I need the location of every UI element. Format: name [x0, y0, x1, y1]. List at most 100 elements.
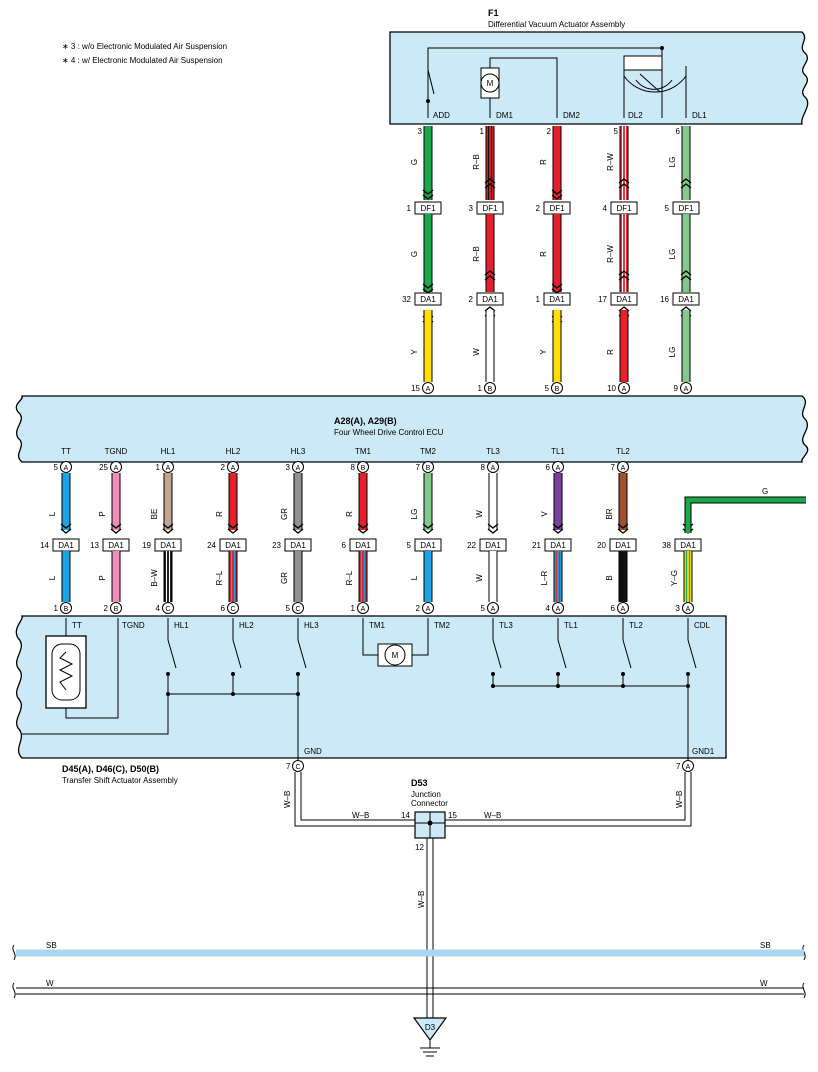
wire-color-label: Y–G [670, 570, 679, 586]
df1-connector-label: DF1 [549, 204, 565, 213]
f1-pin-number: 3 [418, 127, 423, 136]
f1-pin-number: 6 [676, 127, 681, 136]
ecu-pin [680, 382, 692, 394]
g-wire: G [684, 487, 806, 533]
actuator-pin-conn: C [165, 606, 170, 613]
ecu-lower-pin [60, 461, 72, 473]
chevron [680, 275, 692, 281]
actuator-pin-conn: C [230, 606, 235, 613]
ecu-lower-terminal-label: TGND [105, 447, 128, 456]
ground-point: D3 [412, 1017, 448, 1057]
da1-connector-label: DA1 [482, 295, 498, 304]
ecu-lower-terminal-label: HL3 [291, 447, 306, 456]
wire-color-label: LG [668, 157, 677, 168]
actuator-pin [162, 602, 174, 614]
actuator-terminal-label: TM2 [434, 621, 451, 630]
f1-term-3: DL2 [628, 111, 643, 120]
chevron [422, 523, 434, 529]
bus-sb-label-right: SB [760, 941, 771, 950]
ecu-pin-conn: A [684, 386, 689, 393]
wire-color-label: Y [410, 349, 419, 355]
da1-connector-label: DA1 [420, 295, 436, 304]
gnd-pin-number: 7 [286, 762, 291, 771]
junction-name-2: Connector [411, 799, 448, 808]
da1-lower-connector-label: DA1 [108, 541, 124, 550]
ecu-lower-pin-conn: B [361, 465, 366, 472]
actuator-name: Transfer Shift Actuator Assembly [62, 776, 178, 785]
actuator-pin [552, 602, 564, 614]
gnd1-pin-conn: A [686, 764, 691, 771]
wire-color-label: R–W [606, 153, 615, 171]
f1-term-0: ADD [433, 111, 450, 120]
actuator-pin-number: 3 [676, 604, 681, 613]
chevron [484, 178, 496, 184]
ecu-pin-conn: B [555, 386, 560, 393]
wire-label-right-vertical: W–B [675, 791, 684, 808]
wire-color-label: R [539, 159, 548, 165]
chevron [617, 523, 629, 529]
ecu-lower-terminal-label: TL2 [616, 447, 630, 456]
df1-pin-number: 3 [469, 204, 474, 213]
actuator-pin-number: 5 [481, 604, 486, 613]
wire-label-right-horizontal: W–B [484, 811, 501, 820]
df1-pin-number: 4 [603, 204, 608, 213]
chevron [487, 528, 499, 534]
wire-color-label: R [345, 511, 354, 517]
wire-color-label: V [540, 511, 549, 517]
actuator-terminal-label: TT [72, 621, 82, 630]
ecu-lower-pin-conn: A [621, 465, 626, 472]
f1-internal-circuit [427, 47, 687, 118]
da1-lower-connector-label: DA1 [58, 541, 74, 550]
da1-lower-pin-number: 6 [342, 541, 347, 550]
actuator-pin [227, 602, 239, 614]
actuator-junction-dots [166, 672, 690, 696]
f1-pin-number: 5 [614, 127, 619, 136]
chevron [422, 194, 434, 200]
actuator-pin-number: 4 [546, 604, 551, 613]
da1-lower-pin-number: 13 [90, 541, 99, 550]
bus-w-label-left: W [46, 979, 54, 988]
actuator-pin-conn: B [64, 606, 69, 613]
ecu-lower-pin-conn: A [166, 465, 171, 472]
ecu-lower-pin-conn: B [426, 465, 431, 472]
ground-point-label: D3 [425, 1023, 436, 1032]
ecu-pin [422, 382, 434, 394]
actuator-pin-number: 2 [104, 604, 109, 613]
g-wire-label: G [762, 487, 768, 496]
wire-color-label: LG [668, 249, 677, 260]
ecu-name: Four Wheel Drive Control ECU [334, 428, 444, 437]
actuator-pin [110, 602, 122, 614]
wire-color-label: W [475, 574, 484, 582]
df1-connector-label: DF1 [616, 204, 632, 213]
chevron [162, 528, 174, 534]
wire-color-label: LG [410, 509, 419, 520]
da1-connector [610, 292, 638, 306]
da1-connector [414, 292, 442, 306]
da1-lower-pin-number: 24 [207, 541, 216, 550]
actuator-terminal-label: TL2 [629, 621, 643, 630]
actuator-pin-number: 2 [416, 604, 421, 613]
notes: ∗ 3 : w/o Electronic Modulated Air Suspe… [62, 40, 227, 68]
upper-wire-4: 6LGDF15LGDA116LGA9DL1 [660, 126, 700, 409]
da1-lower-pin-number: 20 [597, 541, 606, 550]
ecu-codes: A28(A), A29(B) [334, 416, 397, 426]
da1-lower-pin-number: 38 [662, 541, 671, 550]
da1-lower-connector-label: DA1 [550, 541, 566, 550]
da1-lower-pin-number: 21 [532, 541, 541, 550]
actuator-terminal-label: HL1 [174, 621, 189, 630]
chevron [292, 523, 304, 529]
da1-lower-pin-number: 19 [142, 541, 151, 550]
chevron [618, 178, 630, 184]
chevron [227, 523, 239, 529]
actuator-pin-number: 1 [54, 604, 59, 613]
ecu-lower-pin [162, 461, 174, 473]
upper-wire-0: 3GDF11GDA132YA15ADD [402, 126, 442, 409]
chevron [618, 275, 630, 281]
ecu-lower-pin [422, 461, 434, 473]
wire-color-label: R [539, 251, 548, 257]
gnd1-pin: 7 A [676, 760, 694, 772]
chevron [680, 178, 692, 184]
